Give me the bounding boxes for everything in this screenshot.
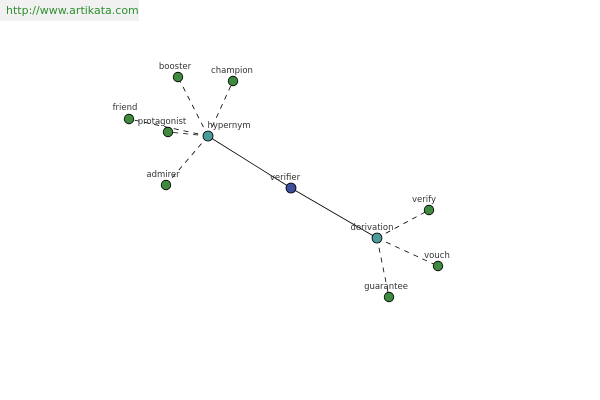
label-derivation[interactable]: derivation	[350, 223, 393, 233]
label-booster[interactable]: booster	[159, 62, 192, 72]
edges-layer	[128, 76, 439, 298]
node-vouch[interactable]	[432, 260, 444, 272]
label-guarantee[interactable]: guarantee	[364, 282, 408, 292]
site-url-link[interactable]: http://www.artikata.com	[6, 4, 139, 17]
edge-derivation-vouch	[376, 237, 439, 267]
node-verify[interactable]	[423, 204, 435, 216]
label-protagonist[interactable]: protagonist	[138, 117, 187, 127]
labels-layer: verifier hypernym derivation booster champio…	[113, 62, 450, 292]
edge-hypernym-admirer	[165, 135, 209, 186]
edge-hypernym-champion	[207, 80, 234, 137]
node-derivation[interactable]	[371, 232, 383, 244]
label-verify[interactable]: verify	[412, 195, 436, 205]
node-guarantee[interactable]	[383, 291, 395, 303]
node-hypernym[interactable]	[202, 130, 214, 142]
url-banner: http://www.artikata.com	[0, 0, 139, 21]
edge-hypernym-protagonist	[167, 131, 209, 137]
node-champion[interactable]	[227, 75, 239, 87]
edge-derivation-guarantee	[376, 237, 390, 298]
label-hypernym[interactable]: hypernym	[207, 121, 250, 131]
node-friend[interactable]	[123, 113, 135, 125]
edge-hypernym-booster	[177, 76, 209, 137]
node-admirer[interactable]	[160, 179, 172, 191]
node-verifier[interactable]	[285, 182, 297, 194]
edge-verifier-hypernym	[207, 135, 292, 189]
label-verifier[interactable]: verifier	[270, 173, 301, 183]
node-protagonist[interactable]	[162, 126, 174, 138]
nodes-layer	[123, 71, 444, 303]
label-friend[interactable]: friend	[113, 103, 138, 113]
label-champion[interactable]: champion	[211, 66, 253, 76]
label-vouch[interactable]: vouch	[424, 251, 450, 261]
node-booster[interactable]	[172, 71, 184, 83]
label-admirer[interactable]: admirer	[146, 170, 180, 180]
edge-verifier-derivation	[290, 187, 378, 239]
